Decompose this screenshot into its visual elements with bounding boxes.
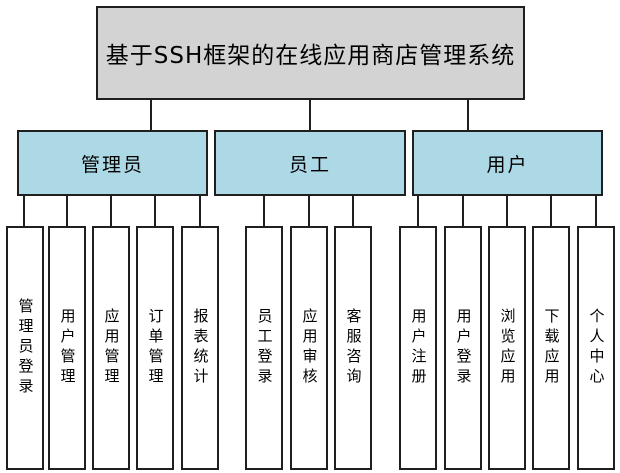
leaf-label: 客服咨询 <box>344 308 363 388</box>
branch-node-user: 用户 <box>412 130 603 196</box>
leaf-node-download-apps: 下载应用 <box>532 226 570 470</box>
leaf-node-app-review: 应用审核 <box>290 226 328 470</box>
connector-admin-child-4 <box>154 196 156 226</box>
connector-root-to-admin <box>150 100 152 130</box>
branch-node-admin: 管理员 <box>17 130 208 196</box>
leaf-label: 报表统计 <box>191 308 210 388</box>
leaf-node-app-management: 应用管理 <box>92 226 130 470</box>
leaf-label: 员工登录 <box>255 308 274 388</box>
connector-admin-child-1 <box>23 196 25 226</box>
leaf-label: 应用管理 <box>102 308 121 388</box>
connector-root-to-staff <box>309 100 311 130</box>
connector-user-child-5 <box>595 196 597 226</box>
leaf-label: 管理员登录 <box>16 298 35 398</box>
leaf-node-personal-center: 个人中心 <box>577 226 615 470</box>
leaf-label: 个人中心 <box>587 308 606 388</box>
connector-admin-child-5 <box>199 196 201 226</box>
connector-user-child-2 <box>462 196 464 226</box>
leaf-node-report-statistics: 报表统计 <box>181 226 219 470</box>
connector-user-child-4 <box>550 196 552 226</box>
branch-node-staff: 员工 <box>214 130 406 196</box>
leaf-label: 用户管理 <box>58 308 77 388</box>
leaf-node-customer-service: 客服咨询 <box>334 226 372 470</box>
connector-admin-child-2 <box>66 196 68 226</box>
leaf-node-order-management: 订单管理 <box>136 226 174 470</box>
connector-staff-child-3 <box>352 196 354 226</box>
leaf-node-staff-login: 员工登录 <box>245 226 283 470</box>
leaf-node-user-register: 用户注册 <box>399 226 437 470</box>
connector-user-child-1 <box>417 196 419 226</box>
root-node-system-title: 基于SSH框架的在线应用商店管理系统 <box>96 6 525 100</box>
leaf-node-browse-apps: 浏览应用 <box>488 226 526 470</box>
connector-admin-child-3 <box>110 196 112 226</box>
connector-staff-child-2 <box>308 196 310 226</box>
leaf-label: 浏览应用 <box>498 308 517 388</box>
connector-staff-child-1 <box>263 196 265 226</box>
leaf-label: 用户登录 <box>454 308 473 388</box>
connector-user-child-3 <box>506 196 508 226</box>
leaf-node-user-login: 用户登录 <box>444 226 482 470</box>
leaf-label: 订单管理 <box>146 308 165 388</box>
leaf-label: 用户注册 <box>409 308 428 388</box>
leaf-label: 下载应用 <box>542 308 561 388</box>
leaf-label: 应用审核 <box>300 308 319 388</box>
leaf-node-user-management: 用户管理 <box>48 226 86 470</box>
connector-root-to-user <box>467 100 469 130</box>
leaf-node-admin-login: 管理员登录 <box>6 226 44 470</box>
